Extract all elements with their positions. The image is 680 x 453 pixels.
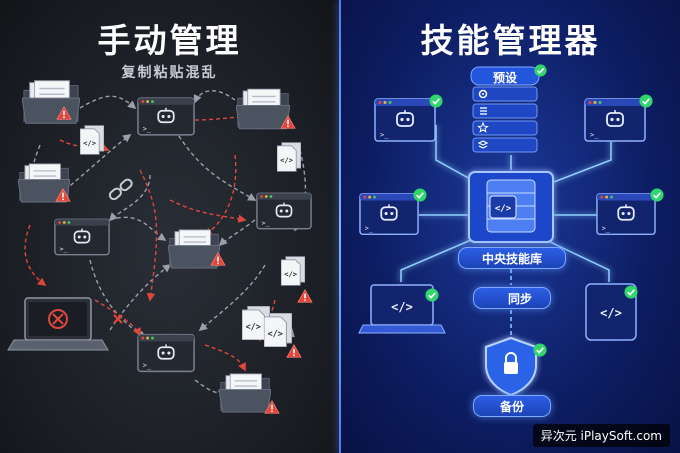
backup-pill: 备份 bbox=[473, 395, 551, 417]
check-icon bbox=[650, 188, 664, 202]
robot-terminal-icon bbox=[137, 97, 195, 136]
sync-label: 同步 bbox=[507, 292, 532, 306]
watermark: 异次元 iPlaySoft.com bbox=[532, 424, 670, 447]
right-title: 技能管理器 bbox=[420, 21, 601, 60]
presets-label: 预设 bbox=[492, 71, 517, 85]
folder-icon bbox=[219, 373, 271, 413]
cross-mark bbox=[113, 314, 123, 324]
right-panel-skills-manager: 技能管理器 >_ bbox=[341, 0, 680, 453]
list-icon bbox=[480, 107, 487, 115]
hub-label-pill: 中央技能库 bbox=[458, 247, 566, 269]
check-icon bbox=[624, 285, 638, 299]
laptop-icon: </> bbox=[358, 284, 446, 334]
presets-list bbox=[470, 64, 547, 153]
panel-divider bbox=[339, 0, 341, 453]
code-document-icon bbox=[264, 313, 292, 347]
robot-terminal-icon bbox=[54, 218, 110, 256]
robot-terminal-icon bbox=[584, 98, 646, 142]
svg-text:</>: </> bbox=[600, 306, 622, 320]
link-icon bbox=[108, 178, 133, 201]
robot-terminal-icon bbox=[374, 98, 436, 142]
check-icon bbox=[639, 94, 653, 108]
shield-lock-icon bbox=[485, 336, 537, 397]
sync-pill: 同步 bbox=[473, 287, 551, 309]
check-icon bbox=[533, 343, 547, 357]
robot-terminal-icon bbox=[256, 192, 312, 230]
tablet-icon: </> bbox=[585, 283, 637, 341]
svg-text:</>: </> bbox=[495, 204, 512, 214]
skills-hub-graphic: >_ bbox=[358, 64, 664, 397]
warning-icon bbox=[286, 344, 302, 358]
code-document-icon bbox=[281, 256, 305, 286]
layers-icon bbox=[477, 140, 489, 149]
check-icon bbox=[429, 94, 443, 108]
code-document-icon bbox=[80, 125, 104, 155]
gear-icon bbox=[478, 89, 488, 99]
left-panel-manual: 手动管理 复制粘贴混乱 </> bbox=[0, 0, 339, 453]
database-icon: </> bbox=[468, 171, 554, 243]
hub-label: 中央技能库 bbox=[481, 252, 542, 266]
manual-chaos-graphic: </> >_ bbox=[7, 80, 313, 414]
robot-terminal-icon bbox=[596, 192, 656, 236]
robot-terminal-icon bbox=[359, 192, 419, 236]
left-subtitle: 复制粘贴混乱 bbox=[121, 65, 218, 81]
star-icon bbox=[477, 121, 489, 133]
folder-icon bbox=[236, 88, 290, 130]
check-icon bbox=[425, 288, 439, 302]
svg-text:</>: </> bbox=[391, 300, 413, 314]
left-title: 手动管理 bbox=[97, 21, 242, 60]
laptop-icon bbox=[7, 297, 109, 351]
folder-icon bbox=[22, 80, 80, 124]
check-icon bbox=[413, 188, 427, 202]
code-document-icon bbox=[277, 142, 301, 172]
robot-terminal-icon bbox=[137, 333, 195, 373]
warning-icon bbox=[297, 289, 313, 303]
backup-label: 备份 bbox=[499, 400, 524, 414]
